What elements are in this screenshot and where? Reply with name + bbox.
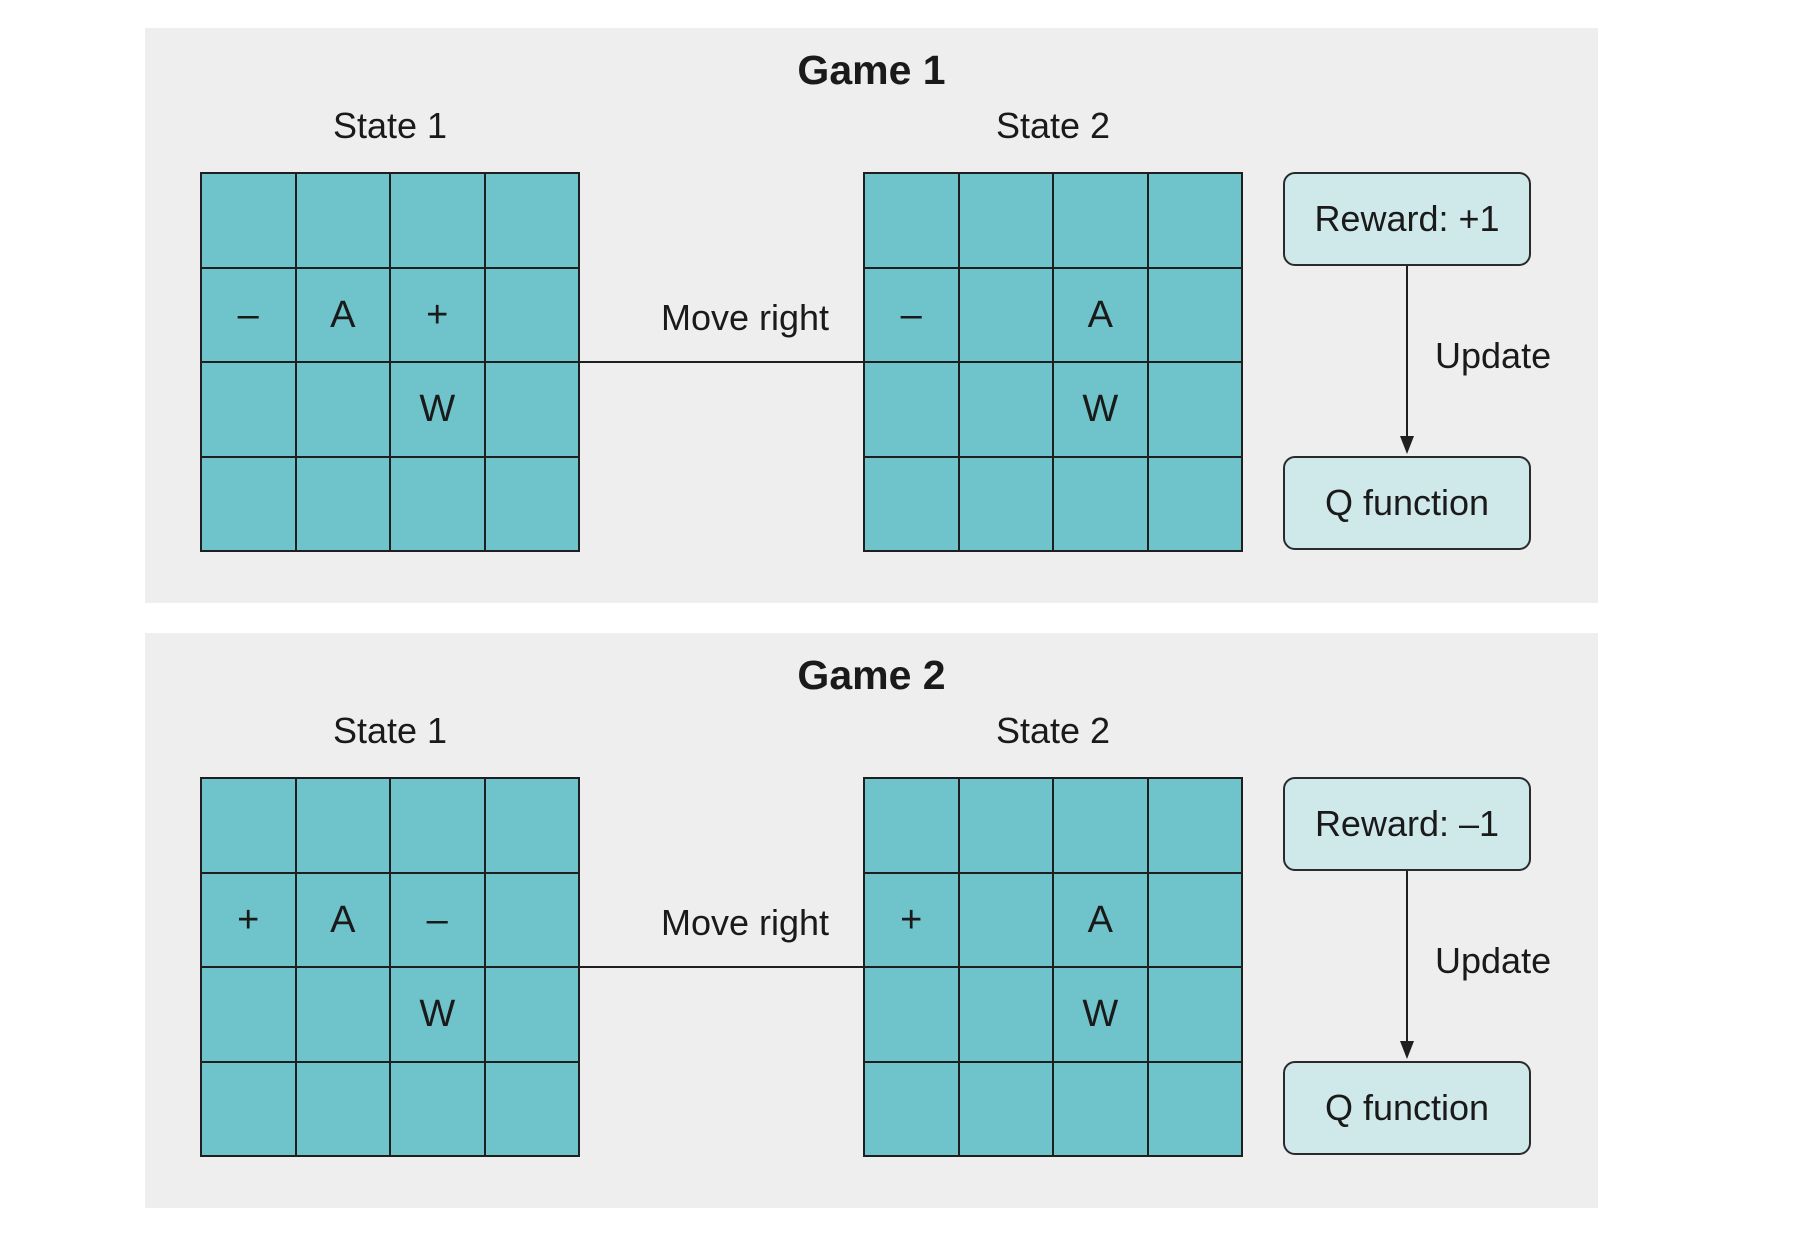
- game-1-panel: Game 1 State 1 –A+W Move right State 2 –…: [145, 28, 1598, 603]
- grid-cell: [295, 362, 390, 457]
- grid-cell: [958, 872, 1053, 967]
- grid-cell: [484, 967, 579, 1062]
- game-1-state-1-label: State 1: [332, 105, 448, 146]
- game-2-update-label: Update: [1435, 940, 1552, 981]
- grid-cell: [1147, 267, 1242, 362]
- grid-cell: +: [201, 872, 296, 967]
- grid-cell: [295, 778, 390, 873]
- grid-cell: [295, 1061, 390, 1156]
- grid-cell: [484, 173, 579, 268]
- grid-cell: [864, 967, 959, 1062]
- grid-cell: [390, 456, 485, 551]
- game-1-update-label: Update: [1435, 335, 1552, 376]
- grid-cell: [1147, 1061, 1242, 1156]
- grid-cell: [864, 778, 959, 873]
- grid-cell: [958, 1061, 1053, 1156]
- grid-cell: –: [201, 267, 296, 362]
- grid-cell: [1147, 967, 1242, 1062]
- grid-cell: [484, 1061, 579, 1156]
- game-2-q-function-box: Q function: [1283, 1061, 1531, 1155]
- grid-cell: [295, 967, 390, 1062]
- grid-cell: [484, 778, 579, 873]
- grid-cell: W: [1053, 967, 1148, 1062]
- grid-cell: [1053, 456, 1148, 551]
- grid-cell: [201, 967, 296, 1062]
- grid-cell: –: [864, 267, 959, 362]
- game-2-panel: Game 2 State 1 +A–W Move right State 2 +…: [145, 633, 1598, 1208]
- game-2-action-label: Move right: [660, 902, 830, 943]
- grid-cell: [1147, 456, 1242, 551]
- game-1-reward-box: Reward: +1: [1283, 172, 1531, 266]
- grid-cell: W: [390, 967, 485, 1062]
- grid-cell: [484, 872, 579, 967]
- grid-cell: A: [295, 267, 390, 362]
- grid-cell: [1147, 362, 1242, 457]
- grid-cell: A: [1053, 267, 1148, 362]
- grid-cell: [1053, 778, 1148, 873]
- grid-cell: [958, 267, 1053, 362]
- grid-cell: [958, 362, 1053, 457]
- grid-cell: [484, 362, 579, 457]
- grid-cell: [484, 267, 579, 362]
- grid-cell: W: [390, 362, 485, 457]
- grid-cell: A: [1053, 872, 1148, 967]
- grid-cell: [201, 362, 296, 457]
- game-2-state-2-label: State 2: [995, 710, 1111, 751]
- grid-cell: [201, 456, 296, 551]
- grid-cell: [1053, 173, 1148, 268]
- grid-cell: [958, 967, 1053, 1062]
- grid-cell: A: [295, 872, 390, 967]
- grid-cell: [201, 1061, 296, 1156]
- grid-cell: [958, 778, 1053, 873]
- grid-cell: W: [1053, 362, 1148, 457]
- game-1-state-2-label: State 2: [995, 105, 1111, 146]
- grid-cell: [864, 173, 959, 268]
- game-1-title: Game 1: [797, 47, 946, 93]
- grid-cell: [295, 173, 390, 268]
- grid-cell: [1147, 872, 1242, 967]
- grid-cell: [864, 362, 959, 457]
- game-1-state-1-grid: –A+W: [200, 172, 580, 552]
- game-1-q-function-box: Q function: [1283, 456, 1531, 550]
- grid-cell: [390, 1061, 485, 1156]
- grid-cell: –: [390, 872, 485, 967]
- grid-cell: [864, 1061, 959, 1156]
- grid-cell: [390, 778, 485, 873]
- grid-cell: [1147, 778, 1242, 873]
- grid-cell: [864, 456, 959, 551]
- game-1-action-label: Move right: [660, 297, 830, 338]
- game-2-state-1-grid: +A–W: [200, 777, 580, 1157]
- game-2-reward-box: Reward: –1: [1283, 777, 1531, 871]
- grid-cell: [484, 456, 579, 551]
- game-2-state-1-label: State 1: [332, 710, 448, 751]
- grid-cell: +: [390, 267, 485, 362]
- grid-cell: [201, 173, 296, 268]
- grid-cell: [201, 778, 296, 873]
- grid-cell: [958, 173, 1053, 268]
- grid-cell: +: [864, 872, 959, 967]
- grid-cell: [390, 173, 485, 268]
- grid-cell: [1147, 173, 1242, 268]
- grid-cell: [295, 456, 390, 551]
- grid-cell: [1053, 1061, 1148, 1156]
- game-2-title: Game 2: [797, 652, 946, 698]
- grid-cell: [958, 456, 1053, 551]
